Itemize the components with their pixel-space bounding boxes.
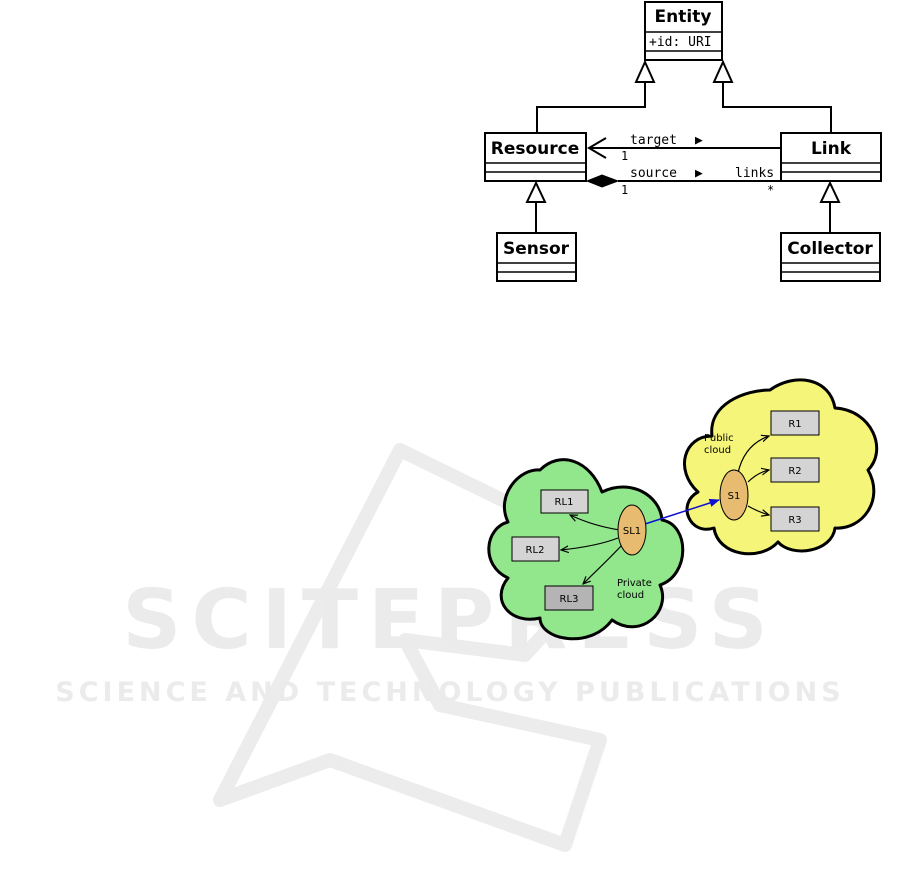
entity-class: Entity +id: URI [645,2,722,60]
resource-inherits-entity [537,62,654,133]
node-r2: R2 [771,458,819,482]
watermark-brand: SCITEPRESS [122,573,777,668]
entity-class-name: Entity [655,7,712,27]
svg-text:S1: S1 [728,491,741,502]
sensor-class: Sensor [497,233,576,281]
source-multiplicity: 1 [621,183,628,197]
public-cloud-label-line1: Public [704,433,734,444]
node-r3: R3 [771,507,819,531]
sensor-inherits-resource [527,183,545,233]
svg-text:RL2: RL2 [526,545,545,556]
link-class-name: Link [811,139,852,159]
sensor-class-name: Sensor [503,239,570,259]
svg-text:R1: R1 [788,419,801,430]
source-composition: source ▶ 1 links * [587,166,781,197]
public-cloud-label-line2: cloud [704,445,731,456]
collector-class-name: Collector [787,239,873,259]
source-direction-arrow: ▶ [695,166,703,181]
node-sl1: SL1 [618,505,646,555]
collector-class: Collector [781,233,880,281]
links-multiplicity: * [767,183,774,197]
svg-text:SL1: SL1 [623,526,641,537]
node-rl1: RL1 [541,490,588,513]
node-r1: R1 [771,411,819,435]
svg-text:RL3: RL3 [560,594,579,605]
link-class: Link [781,133,881,181]
target-association: target ▶ 1 [589,133,781,163]
target-multiplicity: 1 [621,149,628,163]
source-association-label: source [630,166,677,181]
svg-text:R3: R3 [788,515,801,526]
svg-text:R2: R2 [788,466,801,477]
target-association-label: target [630,133,677,148]
node-rl3: RL3 [545,586,593,610]
link-inherits-entity [714,62,831,133]
links-role-label: links [735,166,774,181]
watermark-tagline: SCIENCE AND TECHNOLOGY PUBLICATIONS [55,677,844,708]
resource-class: Resource [485,133,586,181]
entity-id-attribute: +id: URI [649,35,712,50]
svg-text:RL1: RL1 [555,497,574,508]
node-s1: S1 [720,470,748,520]
target-direction-arrow: ▶ [695,133,703,148]
resource-class-name: Resource [491,139,580,159]
node-rl2: RL2 [512,537,559,561]
uml-class-diagram: Entity +id: URI Resource Link Sensor [485,2,881,281]
collector-inherits-link [821,183,839,233]
private-cloud-label-line2: cloud [617,590,644,601]
private-cloud-label-line1: Private [617,578,652,589]
